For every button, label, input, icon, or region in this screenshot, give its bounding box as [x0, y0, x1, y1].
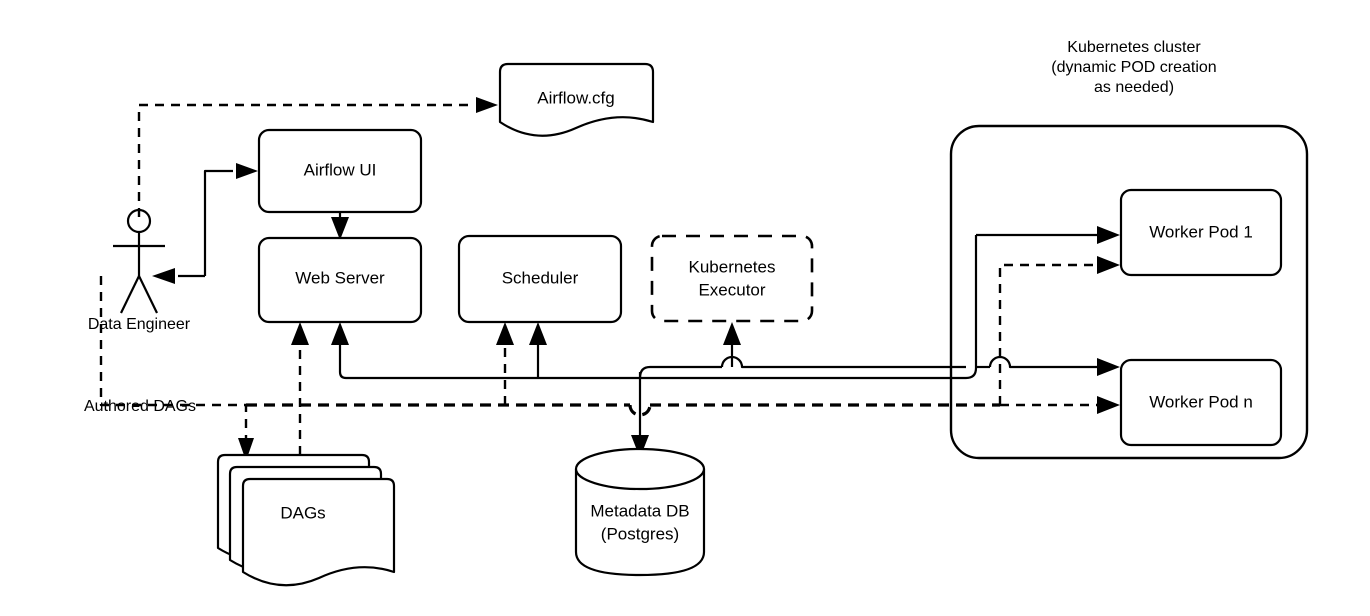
- node-web-server[interactable]: Web Server: [257, 236, 423, 324]
- cluster-title-line1: Kubernetes cluster: [1067, 39, 1201, 56]
- node-dags[interactable]: DAGs: [216, 453, 396, 587]
- arrowhead-metadata-db: [631, 435, 649, 458]
- arrowhead-scheduler-db: [529, 322, 547, 345]
- airflow-ui-label: Airflow UI: [304, 160, 377, 179]
- arrowhead-web-server-db: [331, 322, 349, 345]
- dags-label: DAGs: [280, 503, 325, 522]
- edge-airflow-ui-to-engineer: [152, 268, 205, 284]
- airflow-cfg-label: Airflow.cfg: [537, 88, 614, 107]
- node-scheduler[interactable]: Scheduler: [457, 234, 623, 324]
- node-airflow-ui[interactable]: Airflow UI: [257, 128, 423, 214]
- arrowhead-dags: [238, 438, 254, 461]
- node-worker-pod-n[interactable]: Worker Pod n: [1119, 358, 1283, 447]
- actor-data-engineer[interactable]: Data Engineer: [88, 208, 191, 333]
- arrowhead-web-server: [331, 217, 349, 240]
- arrowhead-airflow-ui: [236, 163, 258, 179]
- actor-leg-left: [120, 275, 140, 314]
- edge-dags-bus-dashed: [246, 322, 1000, 417]
- node-kubernetes-executor[interactable]: Kubernetes Executor: [650, 234, 814, 323]
- metadata-db-label-line2: (Postgres): [601, 524, 679, 543]
- node-worker-pod-1[interactable]: Worker Pod 1: [1119, 188, 1283, 277]
- arrowhead-worker-pod-n-solid: [1097, 358, 1120, 376]
- web-server-label: Web Server: [295, 268, 385, 287]
- edge-airflow-ui-to-web-server: [331, 212, 349, 240]
- arrowhead-kubernetes-executor: [723, 322, 741, 345]
- kubernetes-executor-label-line2: Executor: [698, 280, 765, 299]
- node-metadata-db[interactable]: Metadata DB (Postgres): [574, 447, 706, 577]
- arrowhead-web-server-dags: [291, 322, 309, 345]
- arrowhead-engineer: [152, 268, 175, 284]
- cluster-title-line2: (dynamic POD creation: [1051, 59, 1216, 76]
- worker-pod-n-label: Worker Pod n: [1149, 392, 1253, 411]
- arrowhead-worker-pod-1-dashed: [1097, 256, 1120, 274]
- edge-engineer-to-airflow-ui: [203, 163, 258, 276]
- arrowhead-worker-pod-n-dashed: [1097, 396, 1120, 414]
- edge-cluster-solid-branches: [965, 226, 1120, 380]
- metadata-db-label-line1: Metadata DB: [590, 501, 689, 520]
- arrowhead-worker-pod-1-solid: [1097, 226, 1120, 244]
- actor-label: Data Engineer: [88, 316, 191, 333]
- scheduler-label: Scheduler: [502, 268, 579, 287]
- worker-pod-1-label: Worker Pod 1: [1149, 222, 1253, 241]
- edge-solid-bus: [331, 322, 966, 380]
- authored-dags-label: Authored DAGs: [84, 398, 196, 415]
- node-airflow-cfg[interactable]: Airflow.cfg: [498, 62, 655, 137]
- arrowhead-airflow-cfg: [476, 97, 498, 113]
- edge-authored-dags: Authored DAGs: [84, 276, 254, 461]
- arrowhead-scheduler-dags: [496, 322, 514, 345]
- edge-engineer-to-airflow-cfg: [137, 97, 498, 217]
- cluster-title-line3: as needed): [1094, 79, 1174, 96]
- edge-metadata-db-link: [631, 372, 649, 458]
- edge-cluster-dashed-branches: [998, 256, 1120, 414]
- actor-leg-right: [138, 275, 158, 314]
- kubernetes-executor-label-line1: Kubernetes: [689, 257, 776, 276]
- edge-dags-to-web-server: [291, 322, 309, 455]
